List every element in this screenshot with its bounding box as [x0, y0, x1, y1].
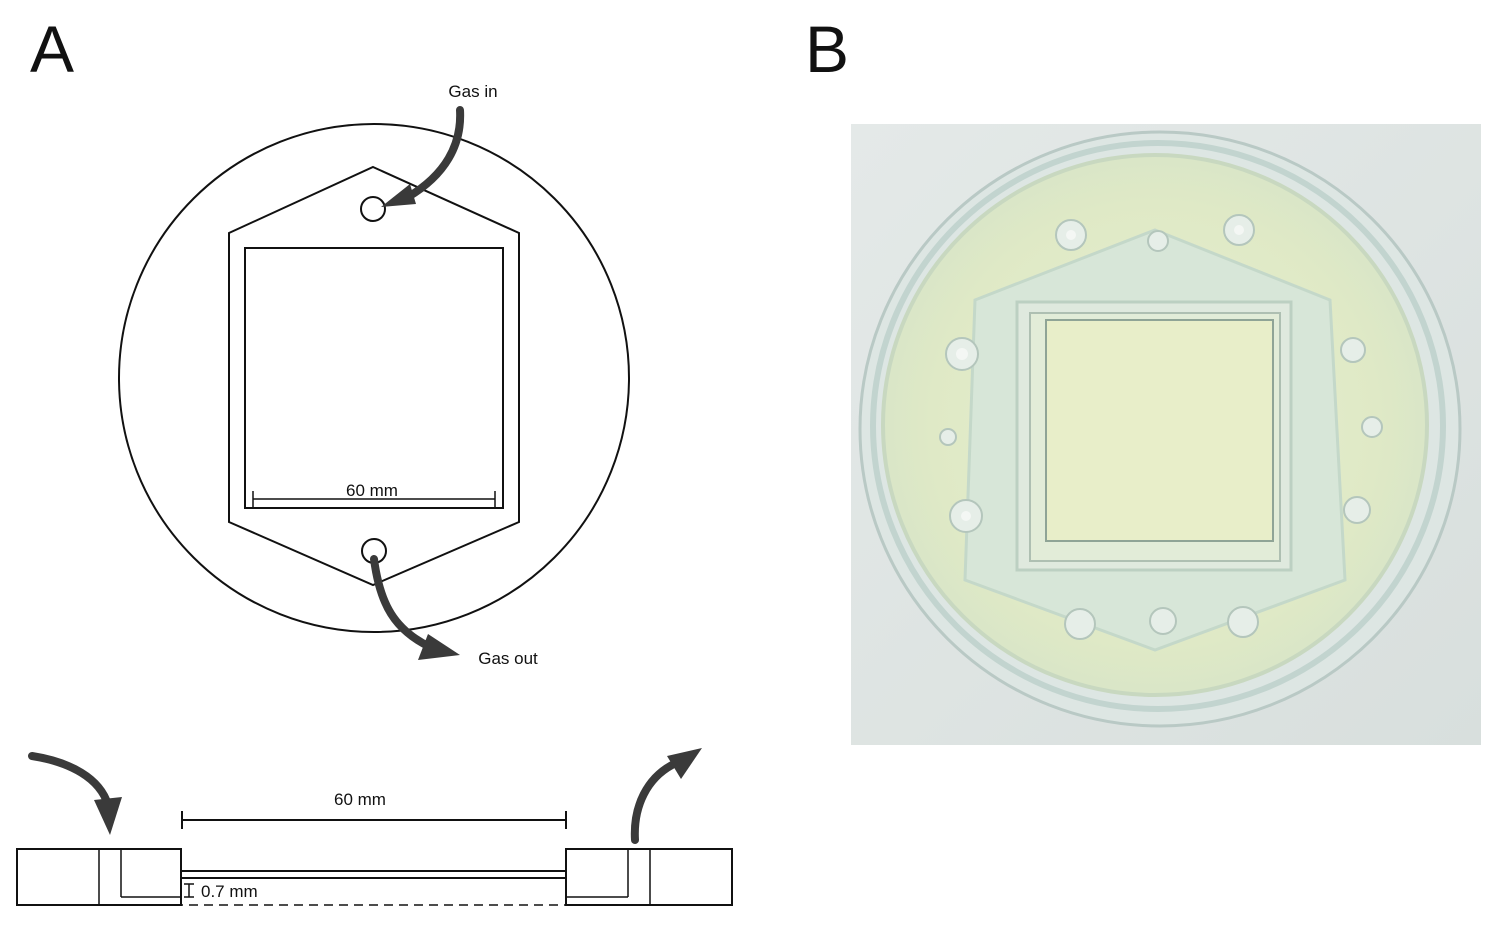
gas-out-label: Gas out [478, 649, 538, 668]
gas-in-arrow-shaft [404, 106, 465, 201]
chamber-outline [228, 165, 520, 587]
dish-outline [118, 123, 630, 633]
gas-in-arrow-head [381, 184, 416, 207]
side-out-arrow-head [667, 748, 702, 779]
top-view-diagram: 60 mm Gas in Gas out [118, 82, 630, 668]
well-agar [1045, 319, 1274, 542]
gas-inlet-port [360, 196, 386, 222]
gas-out-arrow-head [418, 634, 460, 660]
width-label-side: 60 mm [334, 790, 386, 809]
gas-out-arrow-shaft [370, 555, 434, 651]
agar-well [244, 247, 504, 509]
gas-in-label: Gas in [448, 82, 497, 101]
width-label-top: 60 mm [346, 481, 398, 500]
depth-label: 0.7 mm [201, 882, 258, 901]
side-in-arrow-head [94, 797, 122, 835]
dish-rim [870, 140, 1446, 712]
screw-highlights [956, 225, 1244, 521]
panel-a-letter: A [30, 12, 74, 86]
device-photo [851, 124, 1481, 745]
side-view-diagram: 0.7 mm 60 mm [16, 748, 733, 906]
panel-b-letter: B [805, 12, 849, 86]
side-out-arrow-shaft [630, 761, 676, 844]
side-in-arrow-shaft [28, 752, 112, 809]
